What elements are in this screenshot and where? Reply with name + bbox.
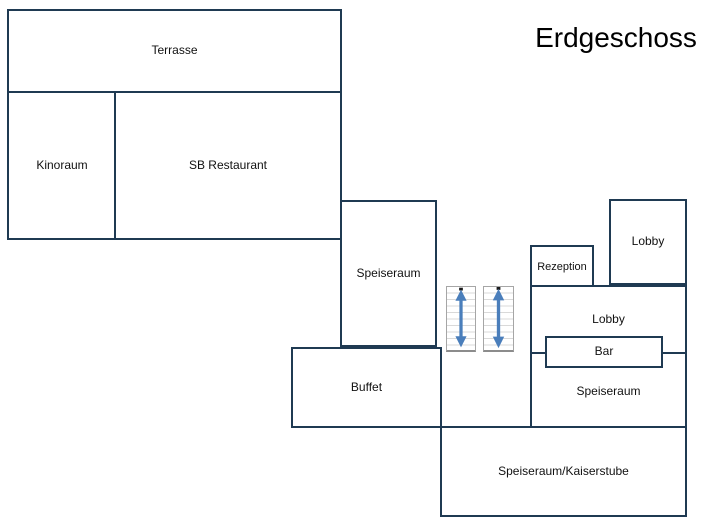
stairs-left: [446, 286, 476, 352]
wall-segment-bar-left: [531, 352, 548, 354]
room-bar: Bar: [545, 336, 663, 368]
room-speiseraum-right-label: Speiseraum: [576, 384, 641, 398]
stairs-right: [483, 286, 514, 352]
page-title: Erdgeschoss: [535, 22, 697, 53]
room-sb-restaurant-label: SB Restaurant: [188, 157, 268, 172]
room-terrasse-label: Terrasse: [151, 43, 198, 58]
wall-segment-bar-right: [660, 352, 686, 354]
room-speiseraum-left-label: Speiseraum: [356, 265, 421, 280]
room-bar-label: Bar: [594, 344, 614, 359]
room-kaiserstube-label: Speiseraum/Kaiserstube: [498, 463, 629, 478]
room-buffet-label: Buffet: [350, 379, 383, 394]
room-lobby-mid-label: Lobby: [592, 312, 625, 326]
room-buffet: Buffet: [291, 347, 442, 428]
stairs-arrow-icon: [455, 287, 467, 348]
room-rezeption: Rezeption: [530, 245, 594, 289]
room-speiseraum-left: Speiseraum: [340, 200, 437, 347]
room-rezeption-label: Rezeption: [537, 260, 587, 273]
room-kinoraum-label: Kinoraum: [36, 157, 88, 172]
room-lobby-top-label: Lobby: [631, 234, 665, 249]
room-terrasse: Terrasse: [7, 9, 342, 93]
room-kaiserstube: Speiseraum/Kaiserstube: [440, 426, 687, 517]
room-lobby-top: Lobby: [609, 199, 687, 285]
room-kinoraum: Kinoraum: [7, 91, 117, 240]
stairs-arrow-icon: [492, 287, 505, 349]
room-sb-restaurant: SB Restaurant: [114, 91, 342, 240]
